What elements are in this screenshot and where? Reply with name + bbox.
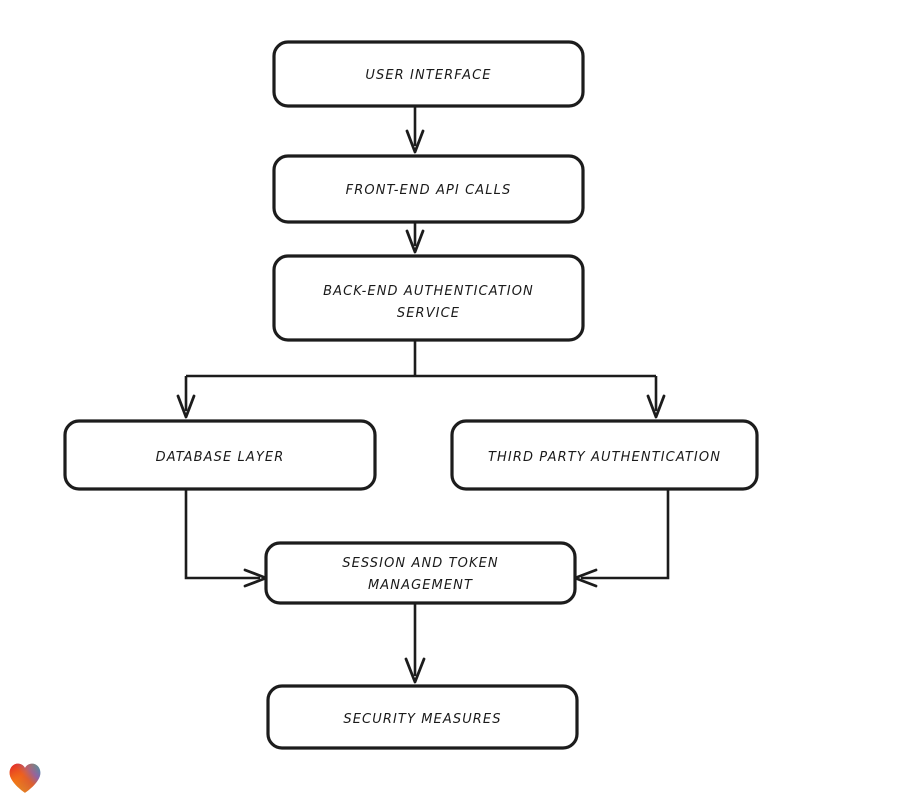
node-session-and-token-management[interactable]: SESSION AND TOKEN MANAGEMENT — [264, 541, 577, 605]
edge-backend-to-database — [176, 376, 196, 419]
node-label-database-layer: DATABASE LAYER — [156, 450, 285, 465]
edge-database-to-session — [184, 489, 268, 588]
edge-session-to-security — [404, 603, 426, 684]
edge-thirdparty-to-session — [573, 489, 670, 588]
heart-icon — [9, 763, 41, 793]
node-front-end-api-calls[interactable]: FRONT-END API CALLS — [272, 154, 585, 224]
node-label-security-measures: SECURITY MEASURES — [343, 712, 501, 727]
node-box-security-measures[interactable] — [266, 684, 579, 750]
heart-icon-overlay — [9, 763, 41, 793]
node-label-session-and-token-management-line2: MANAGEMENT — [368, 578, 473, 593]
node-user-interface[interactable]: USER INTERFACE — [272, 40, 585, 108]
edge-backend-split-bus — [186, 340, 656, 378]
node-label-back-end-authentication-service-line2: SERVICE — [397, 306, 460, 321]
edge-backend-to-thirdparty — [646, 376, 666, 419]
node-box-back-end-authentication-service[interactable] — [272, 254, 585, 342]
node-box-user-interface[interactable] — [272, 40, 585, 108]
node-box-third-party-authentication[interactable] — [450, 419, 759, 491]
node-back-end-authentication-service[interactable]: BACK-END AUTHENTICATION SERVICE — [272, 254, 585, 342]
edge-api-to-backend — [405, 222, 425, 254]
node-box-front-end-api-calls[interactable] — [272, 154, 585, 224]
node-label-user-interface: USER INTERFACE — [365, 68, 491, 83]
node-label-front-end-api-calls: FRONT-END API CALLS — [346, 183, 512, 198]
node-box-database-layer[interactable] — [63, 419, 377, 491]
node-security-measures[interactable]: SECURITY MEASURES — [266, 684, 579, 750]
node-label-third-party-authentication: THIRD PARTY AUTHENTICATION — [488, 450, 721, 465]
node-third-party-authentication[interactable]: THIRD PARTY AUTHENTICATION — [450, 419, 759, 491]
node-database-layer[interactable]: DATABASE LAYER — [63, 419, 377, 491]
node-box-session-and-token-management[interactable] — [264, 541, 577, 605]
node-label-session-and-token-management-line1: SESSION AND TOKEN — [342, 556, 499, 571]
edge-ui-to-api — [405, 106, 425, 154]
node-label-back-end-authentication-service-line1: BACK-END AUTHENTICATION — [323, 284, 534, 299]
